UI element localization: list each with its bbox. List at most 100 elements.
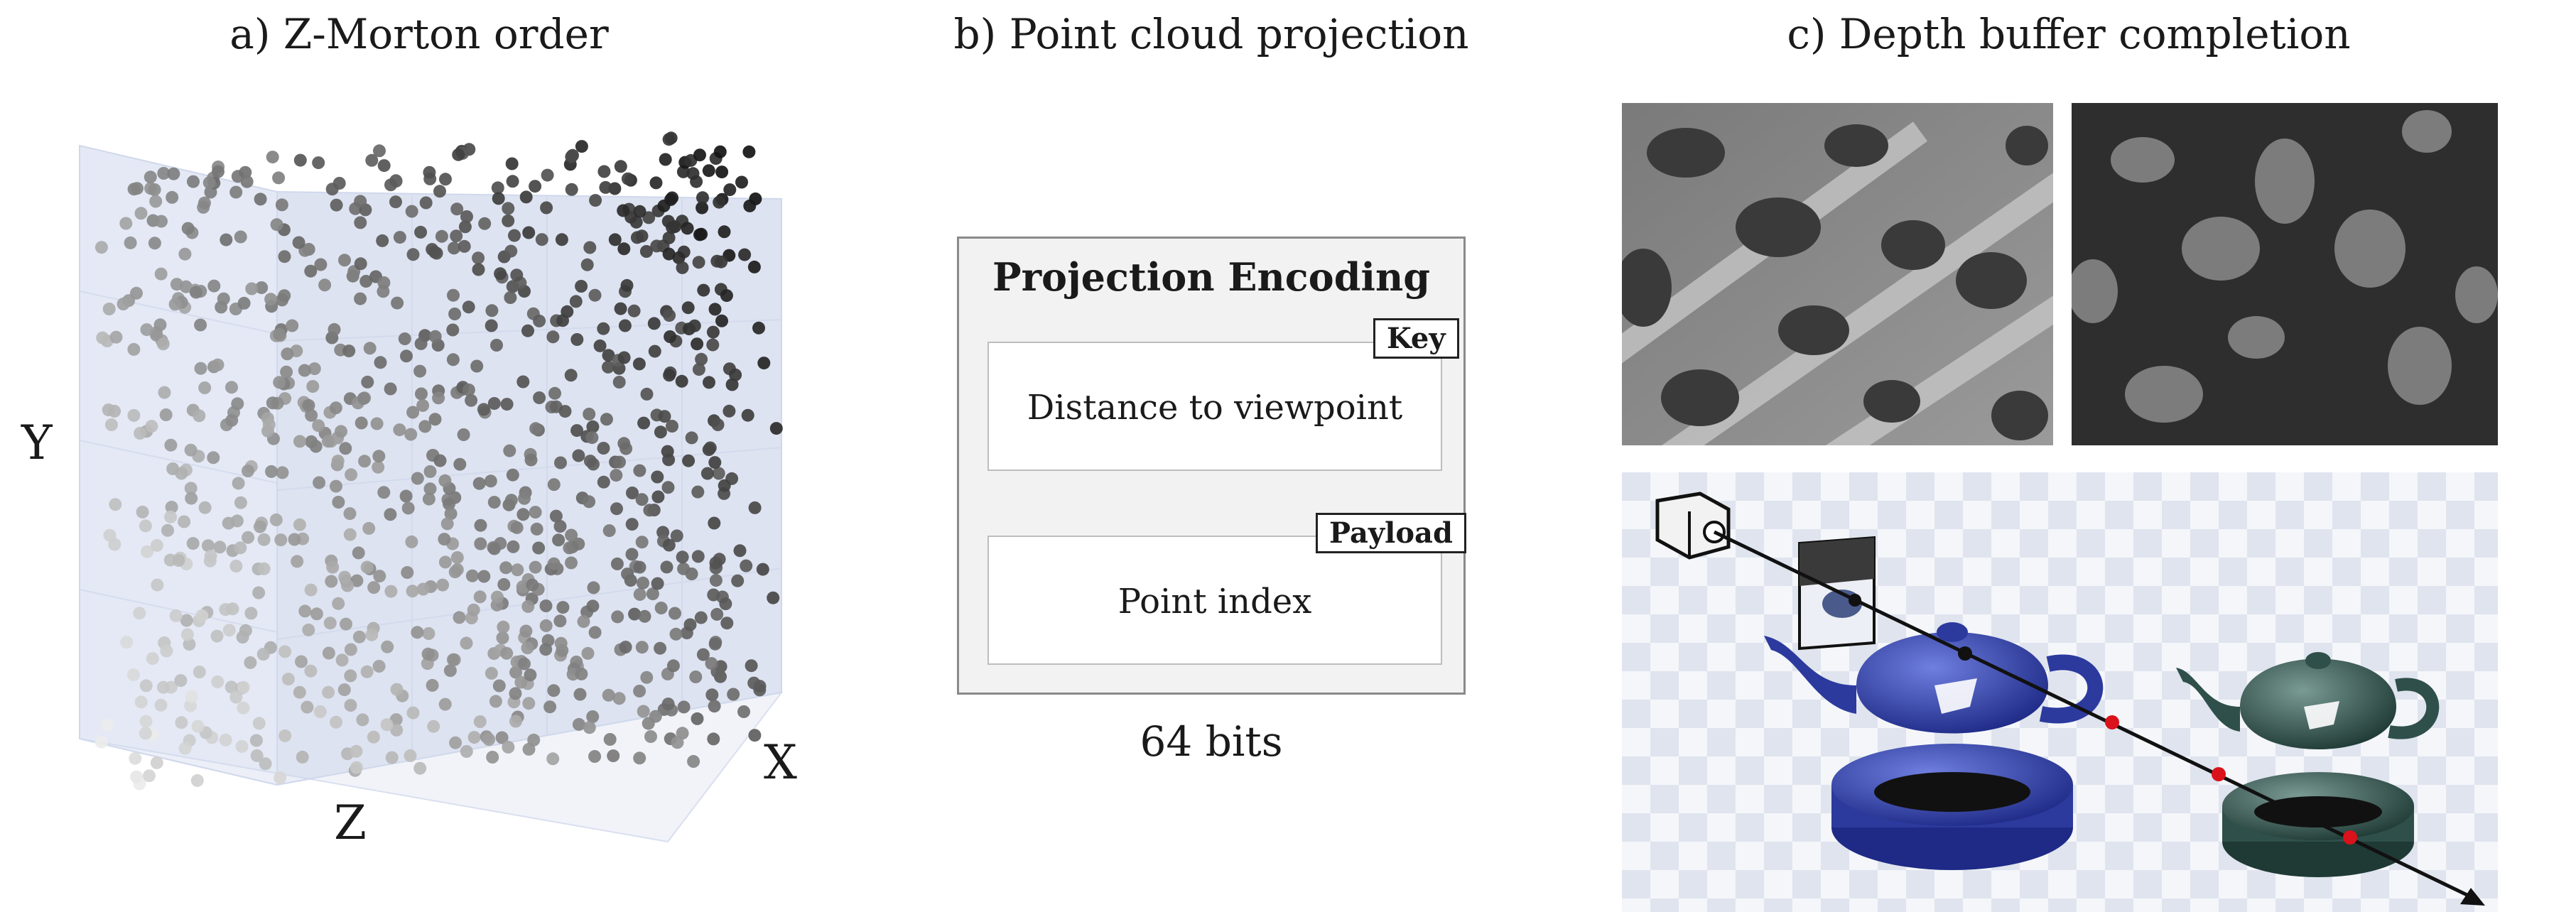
point [304,583,318,597]
point [139,727,152,740]
point [296,750,309,764]
point [500,398,514,411]
point [593,339,607,352]
point [633,205,646,218]
point [421,647,435,661]
point [487,397,501,410]
point [691,337,704,351]
point [458,239,471,253]
payload-tag: Payload [1316,513,1466,553]
point [362,521,376,535]
point [330,479,342,493]
point [350,761,363,774]
point [175,716,188,729]
point [707,588,720,602]
point [373,144,386,158]
point [587,581,600,595]
point [444,507,458,521]
point [500,646,514,660]
point [485,319,498,332]
point [305,408,318,422]
payload-field-text: Point index [1117,582,1312,621]
point [291,555,304,568]
point [168,298,182,311]
point [647,317,661,330]
point [659,153,672,166]
point [328,322,341,336]
projection-encoding-box: Projection Encoding Distance to viewpoin… [957,237,1466,695]
point [662,538,676,552]
point [497,577,511,591]
point [169,609,183,622]
point [670,529,683,543]
point [167,167,180,180]
point [687,755,700,768]
point [691,485,705,499]
point [430,246,443,260]
point [146,652,159,666]
point [588,288,602,302]
point [148,183,161,196]
point [224,680,238,694]
point [96,331,109,344]
point [630,231,644,244]
point [340,617,352,631]
point [693,228,706,241]
point [465,569,479,582]
point [467,731,481,744]
point [352,630,366,644]
point [708,456,722,469]
point [174,674,188,688]
point [141,545,154,558]
point [472,477,486,490]
point [422,492,435,506]
point [597,165,611,178]
point [127,408,141,422]
point [583,495,596,509]
point [229,560,243,572]
point [293,518,306,531]
point [503,444,516,457]
point [646,587,659,601]
point [586,599,600,613]
point [583,455,597,468]
point [472,263,485,276]
point [438,697,452,711]
point [191,720,205,733]
point [597,475,610,489]
point [650,239,664,253]
point [194,362,207,375]
point [313,476,326,489]
point [474,537,487,550]
point [273,327,286,341]
point [743,199,757,212]
point [186,537,200,550]
point [502,740,515,754]
point [94,735,108,749]
point [242,465,254,477]
point [335,425,347,438]
point [117,298,130,310]
point [638,609,651,623]
point [467,603,480,617]
point [676,261,689,274]
point [428,330,442,343]
point [658,410,671,423]
point [553,614,567,628]
point [617,204,630,217]
point [654,425,667,439]
point [539,643,553,656]
point [633,464,646,477]
point [666,659,680,673]
point [651,490,665,504]
point [735,175,748,189]
image-plane [1798,536,1876,651]
point [767,591,780,604]
point [339,442,352,455]
point [661,481,675,494]
point [414,337,428,350]
point [262,418,276,431]
point [708,303,722,316]
point [438,474,452,487]
point [510,521,524,534]
